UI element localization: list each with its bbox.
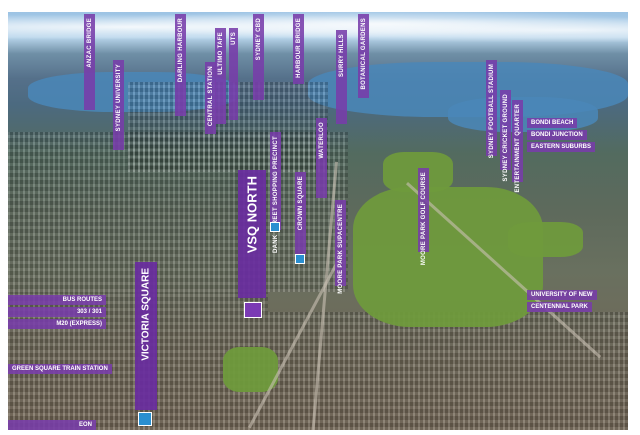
label-route-303: 303 / 301 — [8, 307, 106, 317]
pin-icon — [295, 254, 305, 264]
sky-clouds — [8, 12, 628, 42]
label-sydney-football-stadium: SYDNEY FOOTBALL STADIUM — [486, 60, 497, 158]
label-harbour-bridge: HARBOUR BRIDGE — [293, 14, 304, 84]
label-centennial-park: CENTENNIAL PARK — [527, 302, 592, 312]
label-anzac-bridge: ANZAC BRIDGE — [84, 14, 95, 110]
label-eastern-suburbs: EASTERN SUBURBS — [527, 142, 596, 152]
label-crown-square: CROWN SQUARE — [295, 172, 306, 254]
city-south — [268, 312, 628, 430]
city-west — [8, 132, 348, 292]
label-dank-street: DANK STREET SHOPPING PRECINCT — [270, 132, 281, 253]
label-botanical-gardens: BOTANICAL GARDENS — [358, 14, 369, 98]
label-bondi-beach: BONDI BEACH — [527, 118, 578, 128]
label-moore-park-golf: MOORE PARK GOLF COURSE — [418, 168, 429, 265]
label-route-m20: M20 (EXPRESS) — [8, 319, 106, 329]
moore-park-golf-course — [353, 187, 543, 327]
label-vsq-north: VSQ NORTH — [238, 170, 266, 298]
harbour-water — [28, 72, 238, 112]
city-cbd — [128, 82, 328, 172]
park-small — [223, 347, 278, 392]
label-bus-routes: BUS ROUTES — [8, 295, 106, 305]
label-entertainment-quarter: ENTERTAINMENT QUARTER — [512, 100, 523, 193]
label-unsw: UNIVERSITY OF NEW — [527, 290, 597, 300]
label-sydney-cricket-ground: SYDNEY CRICKET GROUND — [500, 90, 511, 182]
label-eon: EON — [8, 420, 96, 430]
vsq-logo-icon — [244, 302, 262, 318]
label-waterloo: WATERLOO — [316, 118, 327, 198]
label-sydney-cbd: SYDNEY CBD — [253, 14, 264, 100]
label-moore-park-supacentre: MOORE PARK SUPACENTRE — [335, 200, 346, 294]
park-east — [508, 222, 583, 257]
label-victoria-square: VICTORIA SQUARE — [135, 262, 157, 410]
victoria-square-logo-icon — [138, 412, 152, 426]
label-uts: UTS — [229, 28, 238, 120]
label-bondi-junction: BONDI JUNCTION — [527, 130, 587, 140]
pin-icon — [270, 222, 280, 232]
label-surry-hills: SURRY HILLS — [336, 30, 347, 124]
label-ultimo: ULTIMO TAFE — [215, 28, 226, 124]
aerial-photo — [8, 12, 628, 430]
label-sydney-university: SYDNEY UNIVERSITY — [113, 60, 124, 150]
label-darling-harbour: DARLING HARBOUR — [175, 14, 186, 116]
label-green-square: GREEN SQUARE TRAIN STATION — [8, 364, 112, 374]
label-central-station: CENTRAL STATION — [205, 62, 216, 134]
